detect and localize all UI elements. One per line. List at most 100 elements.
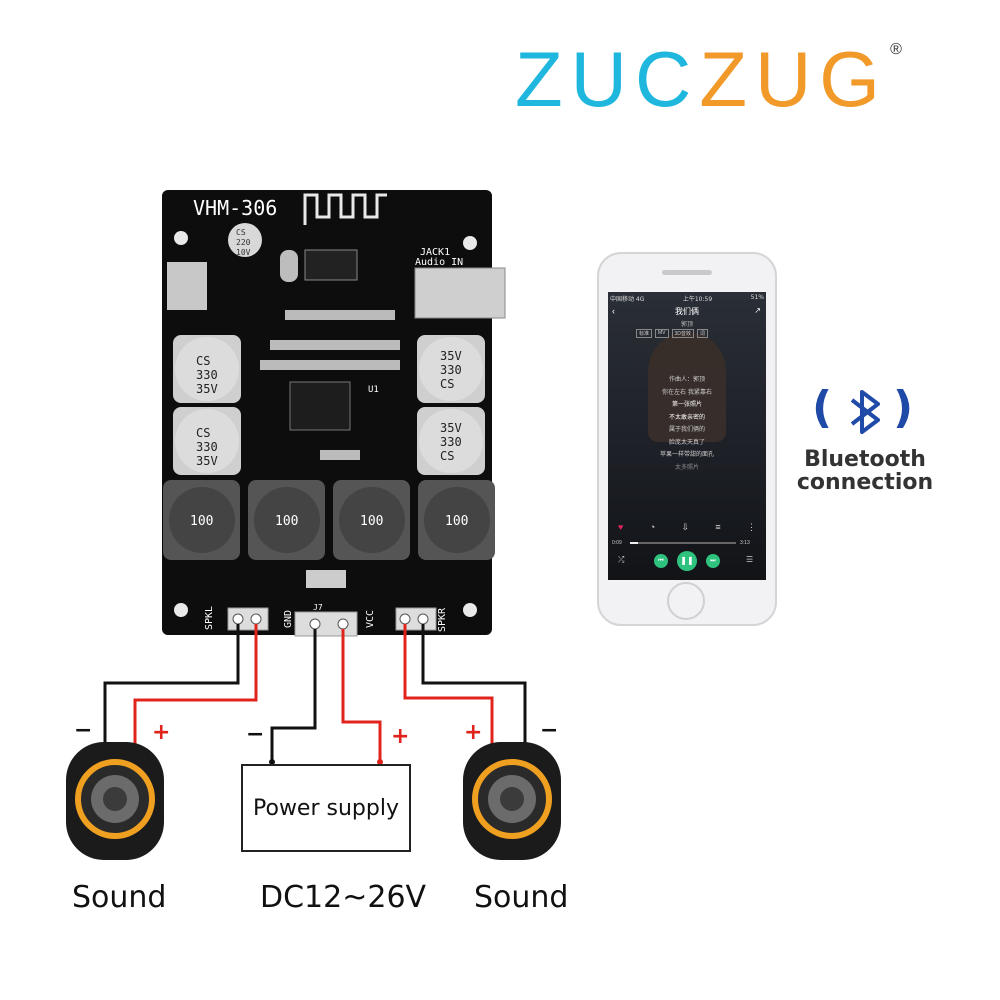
bluetooth-label-line2: connection: [796, 470, 934, 495]
svg-text:100: 100: [190, 514, 213, 529]
psu-plus-sign: +: [391, 724, 410, 749]
crystal: [280, 250, 298, 282]
audio-jack: [414, 267, 506, 319]
status-carrier: 中国移动 4G: [610, 296, 645, 303]
svg-text:CS: CS: [196, 354, 210, 368]
jack-label: JACK1: [420, 247, 450, 258]
svg-text:35V: 35V: [196, 454, 218, 468]
right-minus-sign: −: [540, 718, 559, 743]
speaker-left: [66, 742, 164, 860]
lyric-line: 作曲人：郭顶: [668, 376, 705, 383]
lyric-line: 脸庞太天真了: [668, 438, 705, 446]
left-speaker-label: Sound: [72, 880, 167, 915]
time-total: 3:13: [740, 540, 750, 546]
wire-right-plus: [403, 624, 494, 745]
wire-psu-plus: [341, 629, 382, 762]
pin-left-label: SPKL: [204, 606, 215, 630]
small-cap-l1: CS: [236, 228, 246, 237]
pin-j7-label: J7: [313, 603, 323, 612]
bt-bracket-left: (: [812, 382, 833, 433]
chip-label: U1: [368, 385, 379, 395]
mount-hole: [463, 603, 477, 617]
diode: [306, 570, 346, 588]
svg-text:CS: CS: [440, 377, 454, 391]
right-speaker-label: Sound: [474, 880, 569, 915]
tag-lyrics[interactable]: 词: [696, 329, 708, 338]
status-time: 上午10:59: [682, 296, 713, 303]
capacitor-right-bottom: 35V 330 CS: [417, 407, 485, 475]
lyric-line: 不太敢亲密的: [668, 413, 705, 421]
lyric-line: 苹果一样带甜的面孔: [659, 451, 714, 458]
svg-text:35V: 35V: [196, 382, 218, 396]
artist-name: 郭顶: [680, 321, 693, 328]
lyrics-list: 作曲人：郭顶 你在左右 我紧靠右 第一张照片 不太敢亲密的 属于我们俩的 脸庞太…: [608, 374, 766, 474]
wire-left-minus: [103, 624, 240, 745]
comment-icon[interactable]: ◔: [649, 522, 656, 532]
playlist-icon[interactable]: ☰: [746, 555, 754, 564]
svg-text:330: 330: [440, 435, 462, 449]
home-button[interactable]: [667, 582, 705, 620]
pin-vcc-label: VCC: [365, 610, 376, 628]
svg-text:35V: 35V: [440, 421, 462, 435]
lyric-line: 第一张照片: [671, 401, 702, 408]
lyric-line: 属于我们俩的: [668, 426, 705, 433]
progress-fill: [630, 542, 639, 544]
jack-sub: Audio IN: [415, 257, 463, 268]
amplifier-board: VHM-306 CS 220 10V JACK1 Audio IN U1 CS: [162, 190, 506, 637]
tag-3d[interactable]: 3D音效: [671, 329, 694, 338]
share-icon[interactable]: ↗: [754, 306, 761, 315]
next-icon[interactable]: ⏭: [706, 554, 720, 568]
power-supply-box: Power supply: [241, 764, 411, 852]
pause-icon[interactable]: ❚❚: [677, 551, 697, 571]
mount-hole: [174, 603, 188, 617]
bluetooth-label: Bluetooth connection: [790, 448, 940, 494]
registered-mark: ®: [890, 41, 910, 58]
previous-icon[interactable]: ⏮: [654, 554, 668, 568]
left-plus-sign: +: [152, 720, 171, 745]
download-icon[interactable]: ⇩: [681, 522, 690, 532]
progress-track[interactable]: [630, 542, 736, 544]
speaker-right: [463, 742, 561, 860]
more-icon[interactable]: ⋮: [746, 522, 756, 532]
voltage-label: DC12~26V: [260, 880, 427, 915]
shuffle-icon[interactable]: ⤮: [618, 555, 625, 564]
wire-left-plus: [133, 624, 258, 745]
status-battery: 51%: [750, 294, 764, 301]
small-cap-l3: 10V: [236, 248, 251, 257]
song-title: 我们俩: [675, 307, 699, 316]
board-model: VHM-306: [193, 196, 277, 220]
capacitor-left-top: CS 330 35V: [173, 335, 241, 403]
lyric-line: 太多照片: [674, 463, 699, 471]
brand-part1: ZUC: [515, 35, 700, 123]
share-list-icon[interactable]: ≡: [715, 522, 721, 532]
inductor-3: 100: [333, 480, 410, 560]
smd-components: [260, 310, 400, 460]
regulator: [167, 262, 207, 310]
power-supply-label: Power supply: [253, 795, 399, 821]
time-elapsed: 0:09: [612, 540, 622, 546]
mount-hole: [174, 231, 188, 245]
bluetooth-label-line1: Bluetooth: [804, 447, 926, 472]
mount-hole: [463, 236, 477, 250]
artist-photo: [648, 332, 726, 442]
tag-standard[interactable]: 标准: [636, 329, 653, 338]
like-icon[interactable]: ♥: [618, 522, 624, 532]
wire-psu-minus: [270, 629, 317, 762]
capacitor-right-top: 35V 330 CS: [417, 335, 485, 403]
lyric-line: 你在左右 我紧靠右: [662, 388, 712, 396]
svg-text:330: 330: [196, 368, 218, 382]
svg-text:35V: 35V: [440, 349, 462, 363]
inductor-2: 100: [248, 480, 325, 560]
bt-chip: [304, 249, 358, 281]
left-minus-sign: −: [74, 718, 93, 743]
brand-part2: ZUG: [699, 35, 888, 123]
back-icon[interactable]: ‹: [612, 306, 615, 316]
tag-mv[interactable]: MV: [655, 329, 669, 338]
small-cap-l2: 220: [236, 238, 251, 247]
bluetooth-icon: [850, 390, 880, 434]
svg-text:CS: CS: [440, 449, 454, 463]
amp-chip: [289, 381, 351, 431]
svg-text:100: 100: [275, 514, 298, 529]
inductor-4: 100: [418, 480, 495, 560]
